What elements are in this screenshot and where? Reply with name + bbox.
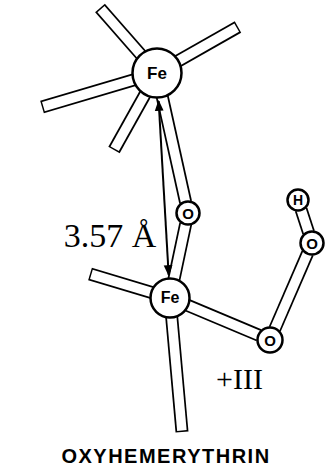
stick-outline bbox=[42, 8, 238, 432]
bond-fill bbox=[162, 96, 185, 202]
distance-label: 3.57 Å bbox=[64, 219, 157, 253]
bond-fill bbox=[301, 210, 308, 233]
bond-stick bbox=[162, 96, 185, 202]
atom-ball: O bbox=[175, 200, 201, 226]
atom-circle bbox=[301, 232, 324, 255]
atom-ball: Fe bbox=[149, 277, 191, 319]
stick-fill bbox=[43, 9, 236, 430]
atom-circle bbox=[258, 328, 283, 353]
atom-symbol: O bbox=[182, 206, 194, 221]
atom-symbol: O bbox=[306, 236, 318, 251]
bond-outline bbox=[188, 305, 259, 335]
atom-circle bbox=[151, 279, 190, 318]
bond-outline bbox=[275, 253, 308, 329]
atom-ball: Fe bbox=[131, 47, 183, 99]
distance-arrow bbox=[159, 101, 169, 275]
bond-outline bbox=[162, 96, 185, 202]
atom-ball: H bbox=[286, 188, 310, 212]
bond-stick bbox=[188, 305, 259, 335]
atom-circle bbox=[133, 49, 182, 98]
bond-fill bbox=[275, 253, 308, 329]
atom-symbol: Fe bbox=[161, 290, 180, 306]
bond-fill bbox=[174, 224, 186, 280]
oxidation-state: +III bbox=[216, 364, 263, 394]
atom-circle bbox=[177, 202, 200, 225]
atom-symbol: Fe bbox=[147, 65, 167, 82]
bond-stick bbox=[174, 224, 186, 280]
atom-ball: O bbox=[256, 326, 284, 354]
bond-outline bbox=[174, 224, 186, 280]
caption: OXYHEMERYTHRIN bbox=[0, 446, 332, 466]
atom-symbol: O bbox=[264, 333, 276, 348]
bond-stick bbox=[301, 210, 308, 233]
bond-fill bbox=[188, 305, 259, 335]
bond-stick bbox=[275, 253, 308, 329]
atom-ball: O bbox=[299, 230, 325, 256]
arrow-line bbox=[159, 101, 169, 275]
bond-outline bbox=[301, 210, 308, 233]
atom-symbol: H bbox=[293, 193, 303, 207]
atom-circle bbox=[288, 190, 309, 211]
